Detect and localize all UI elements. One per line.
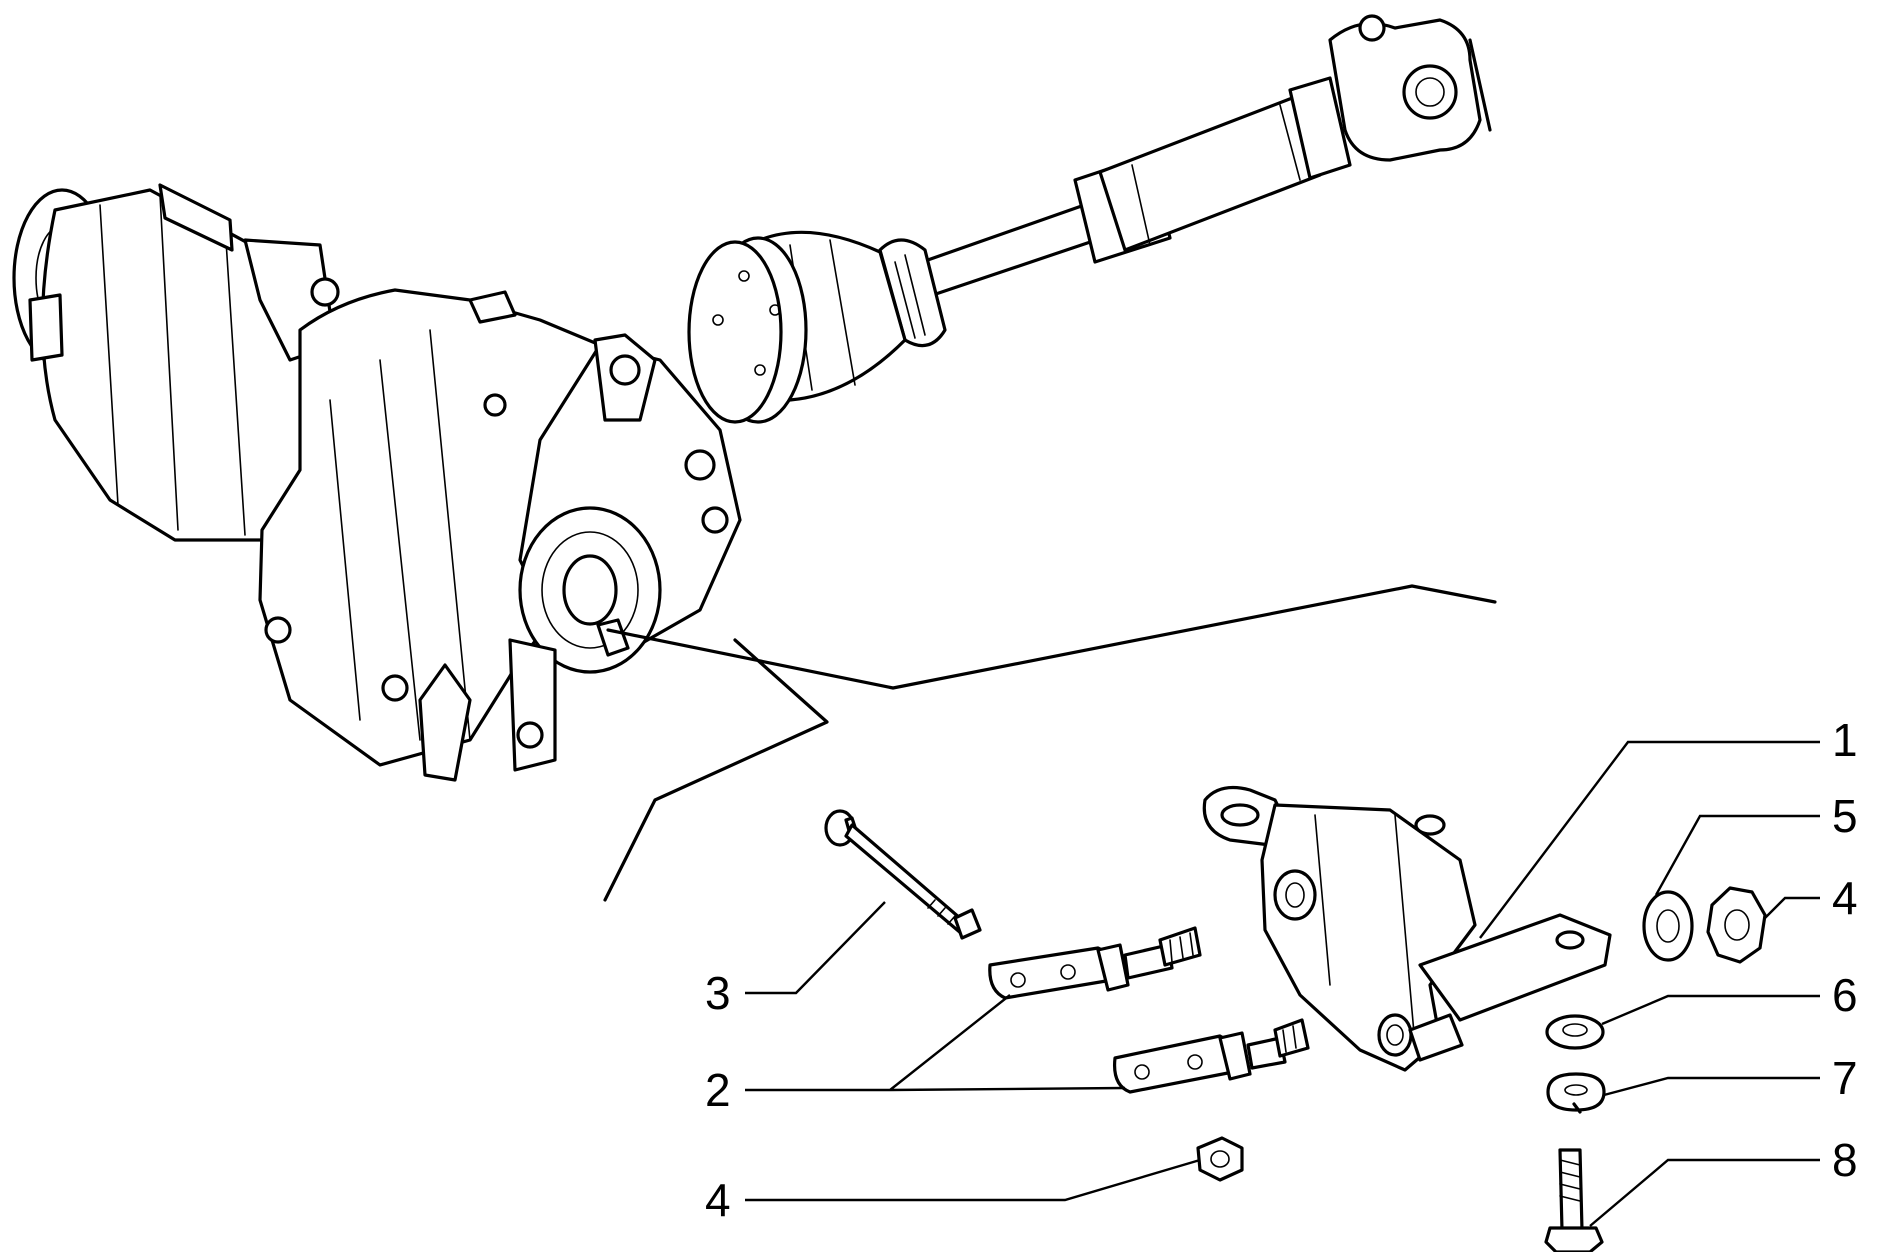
callout-2: 2 — [705, 1064, 731, 1116]
leader-4a — [1764, 896, 1820, 919]
spring-washer-part-7 — [1546, 1072, 1606, 1114]
leader-4b — [745, 1158, 1201, 1202]
differential-housing — [12, 183, 742, 782]
leader-6 — [1601, 994, 1820, 1026]
flat-washer-part-6 — [1545, 1014, 1605, 1050]
leader-7 — [1603, 1076, 1820, 1097]
leader-5 — [1654, 814, 1820, 896]
leader-2 — [745, 994, 1126, 1092]
leader-1 — [1479, 740, 1820, 939]
callout-3: 3 — [705, 967, 731, 1019]
break-line — [603, 584, 1497, 902]
leader-3 — [745, 901, 886, 995]
drive-shaft — [687, 14, 1492, 424]
callout-4-left: 4 — [705, 1174, 731, 1226]
long-bolt-part-3 — [824, 809, 982, 940]
nut-right-part-4 — [1706, 886, 1767, 964]
callout-1: 1 — [1832, 714, 1858, 766]
nut-left-part-4 — [1196, 1136, 1244, 1182]
leader-lines — [745, 740, 1820, 1227]
bracket-part-1 — [1202, 786, 1612, 1072]
callout-8: 8 — [1832, 1134, 1858, 1186]
callout-4-right: 4 — [1832, 872, 1858, 924]
leader-8 — [1589, 1158, 1820, 1227]
callout-5: 5 — [1832, 790, 1858, 842]
studs-part-2 — [988, 926, 1310, 1094]
callout-7: 7 — [1832, 1052, 1858, 1104]
washer-part-5 — [1642, 890, 1694, 962]
bolt-part-8 — [1544, 1148, 1604, 1252]
callout-6: 6 — [1832, 969, 1858, 1021]
